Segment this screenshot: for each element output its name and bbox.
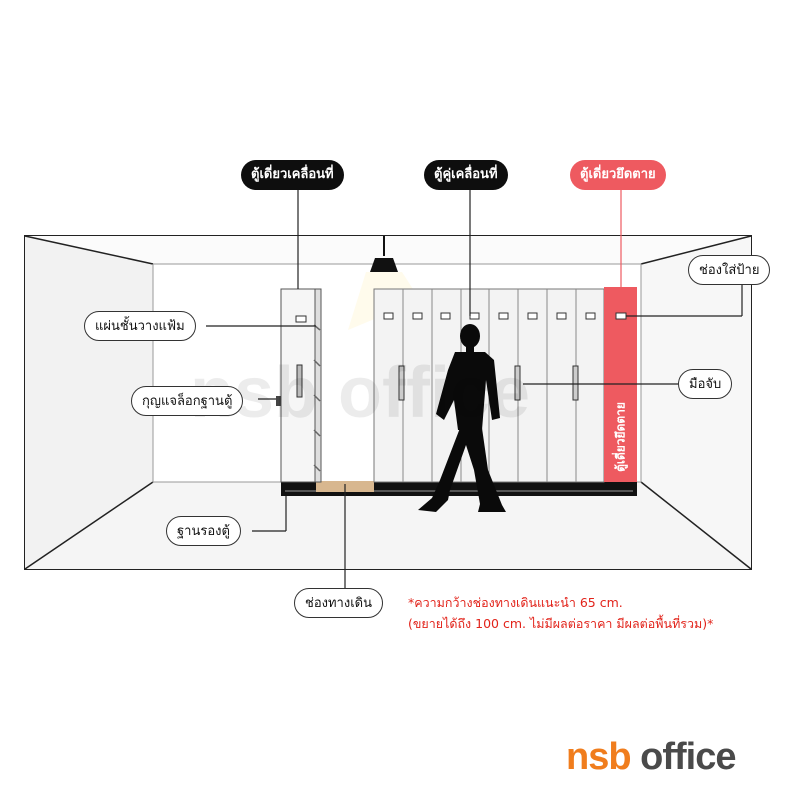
label-label-slot: ช่องใส่ป้าย [688,255,771,285]
cabinet-base-rail [281,481,637,496]
label-shelf: แผ่นชั้นวางแฟ้ม [84,311,196,341]
right-wall [641,236,751,569]
fixed-cabinet-side-label: ตู้เดี่ยวยึดตาย [613,402,627,472]
label-slot-fixed [615,312,627,320]
walking-person [418,324,506,512]
label-base: ฐานรองตู้ [166,516,241,546]
single-mobile-cabinet [276,288,322,483]
ceiling [25,236,751,264]
watermark: nsb office [190,353,531,433]
handle [296,364,303,398]
leader-lines [206,188,743,588]
base-lock [276,396,281,406]
note-line-2: (ขยายได้ถึง 100 cm. ไม่มีผลต่อราคา มีผลต… [408,616,714,631]
label-single-fixed: ตู้เดี่ยวยึดตาย [570,160,666,190]
label-single-mobile: ตู้เดี่ยวเคลื่อนที่ [241,160,344,190]
nsb-office-logo: nsb office [566,736,736,778]
label-slots [383,312,596,320]
label-handle: มือจับ [678,369,733,399]
aisle-width-note: *ความกว้างช่องทางเดินแนะนำ 65 cm. (ขยายไ… [408,592,713,634]
label-base-lock: กุญแจล็อกฐานตู้ [131,386,244,416]
floor [25,482,751,569]
label-slot [295,315,307,323]
label-aisle: ช่องทางเดิน [294,588,383,618]
label-double-mobile: ตู้คู่เคลื่อนที่ [424,160,508,190]
note-line-1: *ความกว้างช่องทางเดินแนะนำ 65 cm. [408,595,623,610]
